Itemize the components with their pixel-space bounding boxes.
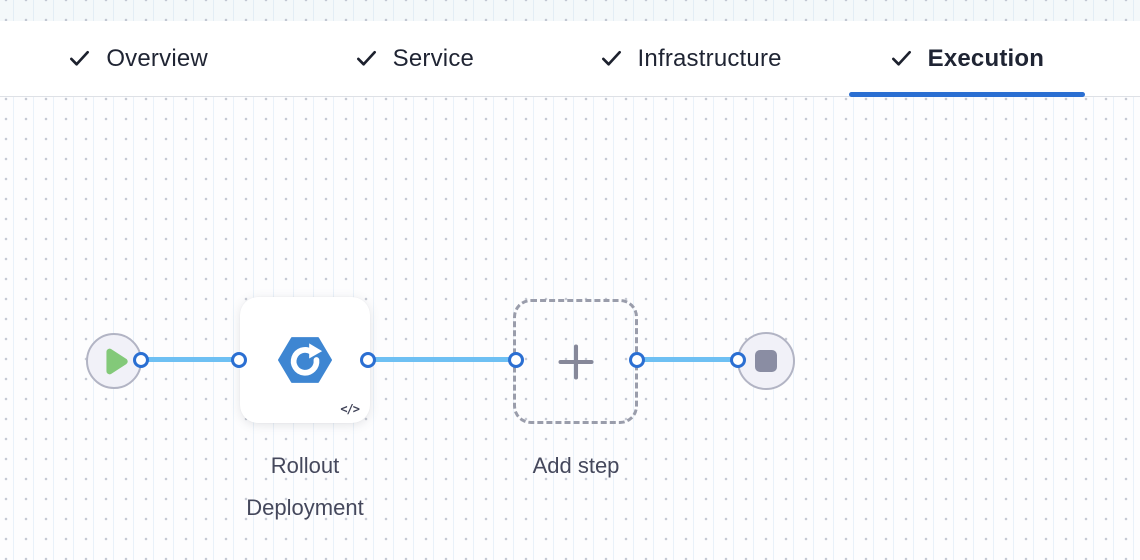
add-step-label[interactable]: Add step — [532, 453, 620, 478]
pipeline-end-node[interactable] — [737, 332, 795, 390]
tab-service[interactable]: Service — [276, 21, 552, 96]
tab-overview[interactable]: Overview — [0, 21, 276, 96]
port-start-out[interactable] — [133, 352, 149, 368]
tab-service-label: Service — [392, 44, 475, 72]
plus-icon — [556, 342, 596, 382]
stop-icon — [755, 350, 777, 372]
edge-addstep-to-end — [637, 357, 738, 362]
edge-step-to-addstep — [368, 357, 516, 362]
step-label: Rollout Deployment — [246, 453, 364, 520]
pipeline-start-node[interactable] — [86, 333, 142, 389]
rollout-deployment-icon — [278, 336, 332, 384]
tab-execution-label: Execution — [927, 44, 1045, 72]
check-icon — [600, 47, 623, 70]
check-icon — [355, 47, 378, 70]
port-step-out[interactable] — [360, 352, 376, 368]
port-end-in[interactable] — [730, 352, 746, 368]
port-addstep-out[interactable] — [629, 352, 645, 368]
add-step-node[interactable] — [513, 299, 638, 424]
pipeline-canvas[interactable]: </> Rollout Deployment Add step — [0, 97, 1140, 560]
stage-tab-bar: Overview Service Infrastructure Executio… — [0, 21, 1140, 97]
tab-execution[interactable]: Execution — [829, 21, 1105, 97]
port-addstep-in[interactable] — [508, 352, 524, 368]
tab-overview-label: Overview — [106, 44, 208, 72]
port-step-in[interactable] — [231, 352, 247, 368]
tab-infrastructure-label: Infrastructure — [637, 44, 782, 72]
play-icon — [105, 348, 129, 375]
edge-start-to-step — [141, 357, 239, 362]
tab-infrastructure[interactable]: Infrastructure — [553, 21, 829, 96]
step-node-rollout-deployment[interactable]: </> — [240, 297, 370, 423]
yaml-code-badge[interactable]: </> — [340, 402, 360, 416]
check-icon — [68, 47, 91, 70]
check-icon — [890, 47, 913, 70]
canvas-top-strip — [0, 0, 1140, 21]
